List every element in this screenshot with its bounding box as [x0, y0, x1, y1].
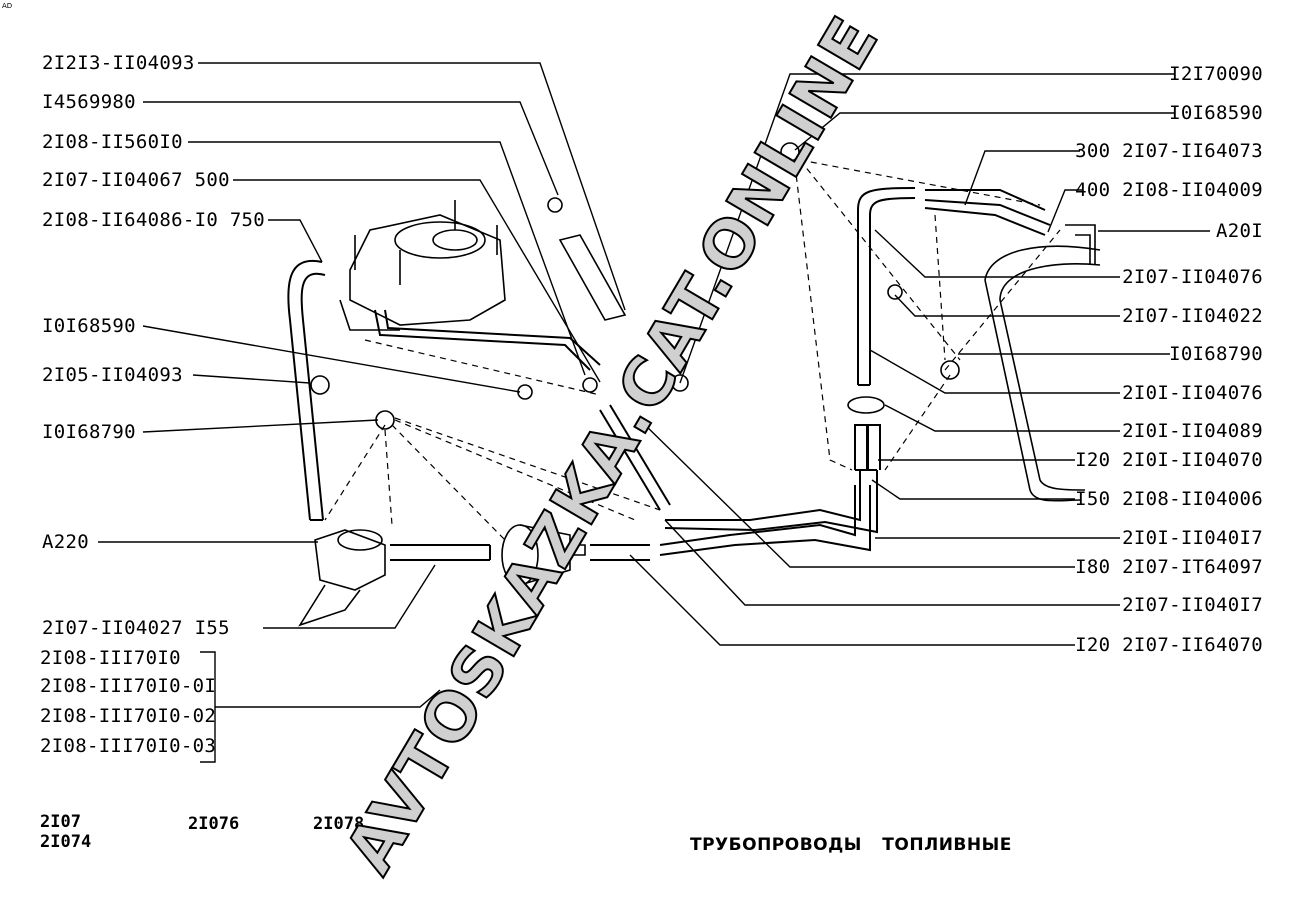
tank-lines [854, 187, 1051, 470]
return-line [374, 309, 671, 511]
part-label-right: I0I68590 [1169, 102, 1263, 124]
hose-pump-to-filter [390, 544, 491, 561]
leader-line [1047, 189, 1082, 233]
leader-line [263, 564, 436, 629]
part-label-right: 2I0I-II04089 [1122, 420, 1263, 442]
part-label-right: I20 2I0I-II04070 [1075, 449, 1263, 471]
filter-variant-label: 2I08-III70I0-03 [40, 735, 217, 757]
leader-lines [98, 62, 1210, 708]
fuel-tank [984, 224, 1101, 502]
filter-variant-label: 2I08-III70I0 [40, 647, 181, 669]
leader-line [871, 479, 1075, 500]
variants-bracket [200, 651, 216, 763]
leader-line [794, 112, 1175, 151]
part-label-right: I80 2I07-IT64097 [1075, 556, 1263, 578]
leader-line [215, 689, 441, 708]
part-label-left: I0I68790 [42, 421, 136, 443]
part-label-left: 2I08-II64086-I0 750 [42, 209, 266, 231]
part-label-left: I4569980 [42, 91, 136, 113]
part-label-right: I20 2I07-II64070 [1075, 634, 1263, 656]
part-label-right: 2I07-II04076 [1122, 266, 1263, 288]
model-2107: 2I07 [40, 812, 81, 832]
part-label-right: 400 2I08-II04009 [1075, 179, 1263, 201]
leader-line [233, 179, 601, 383]
hose-carb-to-pump [287, 259, 326, 521]
fuel-filter [501, 524, 586, 586]
leader-line [679, 73, 1175, 384]
filter-variant-label: 2I08-III70I0-0I [40, 675, 217, 697]
leader-line [192, 374, 311, 384]
leader-line [884, 404, 1120, 432]
leader-line [188, 141, 586, 376]
leader-line [143, 101, 559, 196]
part-label-right: 2I07-II04022 [1122, 305, 1263, 327]
leader-line [629, 554, 1075, 646]
leader-line [874, 229, 1120, 278]
bracket [558, 234, 627, 321]
leader-line [664, 519, 1120, 606]
part-label-left: 2I07-II04027 I55 [42, 617, 230, 639]
part-label-right: I50 2I08-II04006 [1075, 488, 1263, 510]
diagram-title: ТРУБОПРОВОДЫ ТОПЛИВНЫЕ [690, 835, 1012, 855]
part-label-right: 2I0I-II040I7 [1122, 527, 1263, 549]
part-label-left: 2I07-II04067 500 [42, 169, 230, 191]
leader-line [639, 419, 1075, 568]
leader-line [869, 349, 1120, 394]
part-label-right: I2I70090 [1169, 63, 1263, 85]
part-label-left: 2I05-II04093 [42, 364, 183, 386]
part-label-left: 2I08-II560I0 [42, 131, 183, 153]
filter-variant-label: 2I08-III70I0-02 [40, 705, 217, 727]
part-label-right: 2I07-II040I7 [1122, 594, 1263, 616]
part-label-left: A220 [42, 531, 89, 553]
leader-line [142, 419, 379, 433]
fuel-line-main [590, 469, 878, 561]
corner-mark: AD [2, 2, 13, 10]
fuel-pump [298, 529, 386, 627]
part-label-left: I0I68590 [42, 315, 136, 337]
model-21076: 2I076 [188, 814, 240, 834]
model-21074: 2I074 [40, 832, 92, 852]
model-21078: 2I078 [313, 814, 365, 834]
carburetor [339, 200, 506, 331]
leader-line [198, 62, 626, 311]
part-label-right: A20I [1216, 220, 1263, 242]
leader-line [268, 219, 323, 263]
leader-line [142, 325, 521, 393]
leader-line [964, 150, 1080, 206]
part-label-right: 2I0I-II04076 [1122, 382, 1263, 404]
part-label-right: I0I68790 [1169, 343, 1263, 365]
leader-line [894, 294, 1120, 317]
part-label-right: 300 2I07-II64073 [1075, 140, 1263, 162]
part-label-left: 2I2I3-II04093 [42, 52, 195, 74]
